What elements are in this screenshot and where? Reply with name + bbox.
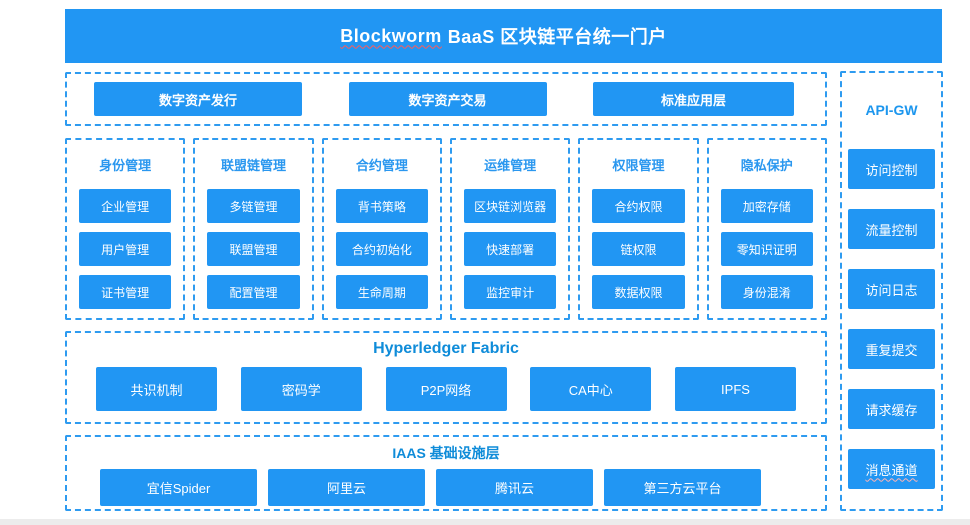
module-columns: 身份管理 企业管理 用户管理 证书管理 联盟链管理 多链管理 联盟管理 配置管理… (65, 138, 827, 320)
module-title: 联盟链管理 (220, 158, 286, 173)
module-button[interactable]: 身份混淆 (720, 275, 813, 309)
module-button[interactable]: 企业管理 (79, 189, 172, 223)
brand-name: Blockworm (340, 25, 442, 46)
iaas-button-row: 宜信Spider 阿里云 腾讯云 第三方云平台 (67, 469, 825, 506)
fabric-title: Hyperledger Fabric (373, 340, 519, 357)
module-button[interactable]: 数据权限 (592, 275, 685, 309)
module-button[interactable]: 多链管理 (207, 189, 300, 223)
api-gw-button[interactable]: 访问日志 (848, 269, 935, 309)
module-button[interactable]: 背书策略 (335, 189, 428, 223)
iaas-button[interactable]: 腾讯云 (436, 469, 593, 506)
iaas-button[interactable]: 第三方云平台 (604, 469, 761, 506)
module-button[interactable]: 链权限 (592, 232, 685, 266)
module-panel-privacy: 隐私保护 加密存储 零知识证明 身份混淆 (706, 138, 827, 320)
fabric-button[interactable]: IPFS (675, 367, 796, 411)
api-gw-button[interactable]: 请求缓存 (848, 389, 935, 429)
fabric-button[interactable]: 共识机制 (96, 367, 217, 411)
app-layer-button[interactable]: 数字资产发行 (94, 82, 302, 116)
api-gw-button[interactable]: 重复提交 (848, 329, 935, 369)
module-title: 权限管理 (612, 158, 665, 173)
module-button[interactable]: 加密存储 (720, 189, 813, 223)
app-layer-button[interactable]: 数字资产交易 (348, 82, 547, 116)
module-button[interactable]: 证书管理 (79, 275, 172, 309)
module-title: 隐私保护 (740, 158, 793, 173)
header-title: BaaS 区块链平台统一门户 (447, 27, 667, 47)
module-title: 合约管理 (355, 158, 408, 173)
fabric-panel: Hyperledger Fabric 共识机制 密码学 P2P网络 CA中心 I… (65, 331, 827, 424)
module-button[interactable]: 快速部署 (463, 232, 557, 266)
header-banner: Blockworm BaaS 区块链平台统一门户 (65, 9, 942, 63)
module-button[interactable]: 合约初始化 (335, 232, 428, 266)
module-button[interactable]: 区块链浏览器 (463, 189, 557, 223)
iaas-button[interactable]: 宜信Spider (100, 469, 257, 506)
api-gw-panel: API-GW 访问控制 流量控制 访问日志 重复提交 请求缓存 消息通道 (840, 71, 943, 511)
module-title: 运维管理 (484, 158, 537, 173)
fabric-button[interactable]: 密码学 (240, 367, 362, 411)
fabric-button[interactable]: P2P网络 (385, 367, 507, 411)
api-gw-title: API-GW (865, 102, 918, 118)
api-gw-button[interactable]: 访问控制 (848, 149, 935, 189)
module-panel-contract: 合约管理 背书策略 合约初始化 生命周期 (321, 138, 442, 320)
module-panel-consortium: 联盟链管理 多链管理 联盟管理 配置管理 (193, 138, 314, 320)
module-panel-identity: 身份管理 企业管理 用户管理 证书管理 (65, 138, 186, 320)
fabric-button[interactable]: CA中心 (530, 367, 652, 411)
iaas-panel: IAAS 基础设施层 宜信Spider 阿里云 腾讯云 第三方云平台 (65, 435, 827, 511)
module-button[interactable]: 生命周期 (335, 275, 428, 309)
application-layer-panel: 数字资产发行 数字资产交易 标准应用层 (65, 72, 827, 126)
module-button[interactable]: 监控审计 (463, 275, 557, 309)
module-panel-permission: 权限管理 合约权限 链权限 数据权限 (578, 138, 699, 320)
fabric-button-row: 共识机制 密码学 P2P网络 CA中心 IPFS (67, 367, 825, 411)
module-button[interactable]: 合约权限 (592, 189, 685, 223)
bottom-edge-strip (0, 519, 970, 525)
iaas-button[interactable]: 阿里云 (268, 469, 425, 506)
iaas-title: IAAS 基础设施层 (392, 445, 500, 461)
module-panel-operations: 运维管理 区块链浏览器 快速部署 监控审计 (449, 138, 571, 320)
api-gw-button[interactable]: 消息通道 (848, 449, 935, 489)
module-button[interactable]: 零知识证明 (720, 232, 813, 266)
module-button[interactable]: 联盟管理 (207, 232, 300, 266)
api-gw-button[interactable]: 流量控制 (848, 209, 935, 249)
app-layer-button[interactable]: 标准应用层 (593, 82, 794, 116)
module-button[interactable]: 配置管理 (207, 275, 300, 309)
module-button[interactable]: 用户管理 (79, 232, 172, 266)
module-title: 身份管理 (99, 158, 152, 173)
